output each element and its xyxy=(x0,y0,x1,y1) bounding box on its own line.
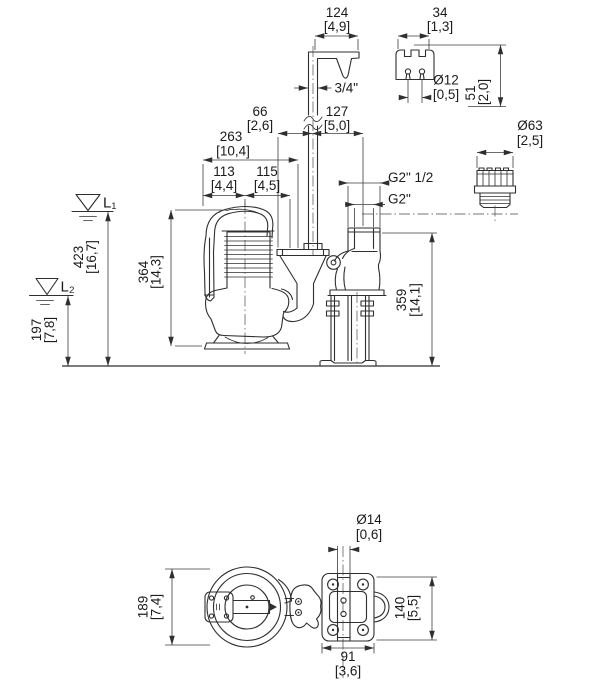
dim-359-in: [14,1] xyxy=(408,283,423,317)
dim-base-length: 140 [5,5] xyxy=(376,576,437,641)
dim-115-in: [4,5] xyxy=(254,178,280,193)
dim-pump-halves: 113 [4,4] 115 [4,5] xyxy=(202,164,291,248)
hook-bracket-drawing xyxy=(303,46,360,256)
level-l2-label: L₂ xyxy=(61,279,75,296)
discharge-elbow-stand-drawing xyxy=(319,227,387,367)
level-l1-label: L₁ xyxy=(103,195,116,212)
dim-189-mm: 189 xyxy=(136,596,151,619)
pump-top-view-drawing xyxy=(204,546,390,678)
dim-124-mm: 124 xyxy=(326,5,349,20)
hose-coupling-drawing xyxy=(473,167,517,221)
dim-d63-in: [2,5] xyxy=(517,133,543,148)
dim-34inch-label: 3/4" xyxy=(335,81,359,96)
dim-d14-mm: Ø14 xyxy=(356,512,382,527)
dim-anchor-hole: Ø14 [0,6] xyxy=(328,512,382,574)
water-level-l1-symbol: L₁ xyxy=(71,193,116,221)
dim-113-in: [4,4] xyxy=(211,178,237,193)
dim-115-mm: 115 xyxy=(256,164,278,179)
dim-51-mm: 51 xyxy=(463,85,478,100)
dim-holder-height: 51 [2,0] xyxy=(414,44,506,107)
dim-124-in: [4,9] xyxy=(324,19,350,34)
dim-g2half-label: G2" 1/2 xyxy=(388,170,433,185)
dim-level-low-height: 197 [7,8] xyxy=(29,295,71,367)
pump-side-view-drawing xyxy=(203,203,330,354)
dim-d63-mm: Ø63 xyxy=(517,118,543,133)
dim-66-mm: 66 xyxy=(252,104,267,119)
dim-263-in: [10,4] xyxy=(216,144,250,159)
water-level-l2-symbol: L₂ xyxy=(28,277,75,305)
dim-top-diameter: 189 [7,4] xyxy=(136,568,210,646)
dim-189-in: [7,4] xyxy=(149,594,164,620)
rubber-holder-drawing xyxy=(395,49,435,81)
dim-d12-mm: Ø12 xyxy=(433,73,459,88)
dim-d12-in: [0,5] xyxy=(433,87,459,102)
dim-outlet-threads: G2" 1/2 G2" xyxy=(338,170,433,227)
dim-level-high-height: 423 [16,7] xyxy=(71,211,111,367)
dim-hose-coupling: Ø63 [2,5] xyxy=(476,118,543,168)
dim-51-in: [2,0] xyxy=(476,79,491,105)
dim-91-mm: 91 xyxy=(340,649,355,664)
dim-holder-width: 34 [1,3] xyxy=(397,5,453,49)
dim-197-mm: 197 xyxy=(29,319,44,342)
dim-bracket-width: 124 [4,9] xyxy=(314,5,359,50)
dim-364-in: [14,3] xyxy=(149,255,164,289)
dim-423-mm: 423 xyxy=(71,246,86,269)
dim-holder-hole: Ø12 [0,5] xyxy=(398,73,459,103)
dim-197-in: [7,8] xyxy=(42,317,57,343)
dim-140-mm: 140 xyxy=(393,597,408,620)
dim-base-width: 91 [3,6] xyxy=(321,643,375,679)
dim-outlet-height: 359 [14,1] xyxy=(382,232,437,367)
dim-113-mm: 113 xyxy=(213,164,235,179)
dim-423-in: [16,7] xyxy=(84,240,99,274)
dim-g2-label: G2" xyxy=(388,192,411,207)
dim-d14-in: [0,6] xyxy=(356,527,382,542)
dim-364-mm: 364 xyxy=(136,260,151,283)
dim-91-in: [3,6] xyxy=(335,664,361,679)
dim-pipe-thread: 3/4" xyxy=(294,81,358,96)
dim-127-mm: 127 xyxy=(326,104,349,119)
dim-34-in: [1,3] xyxy=(427,19,453,34)
dim-140-in: [5,5] xyxy=(406,595,421,621)
dim-outlet-offset: 127 [5,0] xyxy=(311,104,364,226)
dim-127-in: [5,0] xyxy=(324,118,350,133)
dim-guide-offset: 66 [2,6] xyxy=(247,104,313,248)
dim-pump-width: 263 [10,4] xyxy=(202,129,299,248)
dim-pump-height: 364 [14,3] xyxy=(136,209,222,347)
dim-34-mm: 34 xyxy=(432,5,448,20)
dim-359-mm: 359 xyxy=(394,289,409,312)
dim-263-mm: 263 xyxy=(220,129,243,144)
dim-66-in: [2,6] xyxy=(247,118,273,133)
